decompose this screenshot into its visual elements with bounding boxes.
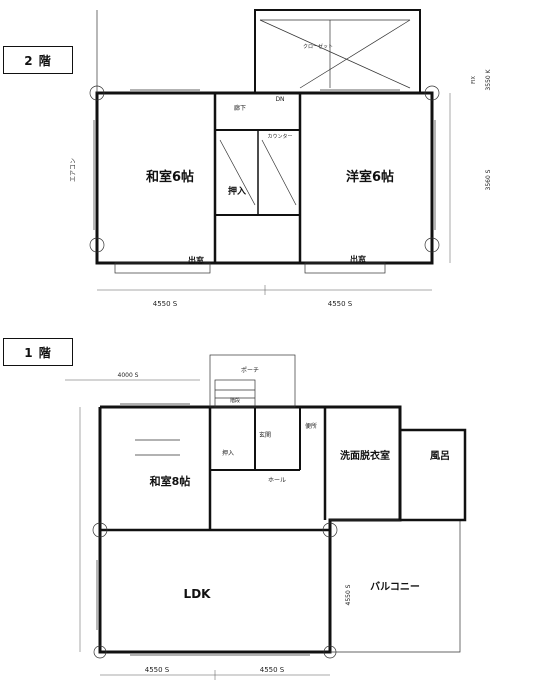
stair-void-wall [254,9,421,93]
hall-label: ホール [268,477,286,484]
bay-window-left-label: 出窓 [188,255,204,265]
dim-1f-bottom-right: 4550 S [260,666,285,674]
room-oshiire-2f: 押入 [228,185,246,197]
bay-window-right-label: 出窓 [350,254,366,264]
note-fix: FIX [471,76,477,84]
room-balcony: バルコニー [370,581,420,593]
note-closet: クローゼット [303,43,333,50]
room-youshitsu-6: 洋室6帖 [346,169,394,185]
bay-window-left [114,262,211,274]
stair-dn-label: DN [275,96,284,103]
stair-1f-label: 階段 [230,397,240,404]
dim-1f-top: 4000 S [118,372,139,379]
room-washitsu-8: 和室8帖 [150,474,191,488]
floor-tag-2f: 2 階 [3,46,73,74]
dim-2f-right-top: 3550 K [485,68,492,90]
plan-2f [89,9,451,295]
porch-label: ポーチ [241,366,259,374]
counter-label: カウンター [267,133,292,140]
porch-outline [209,354,296,408]
outer-wall-2f [95,91,434,265]
room-datsui: 洗面脱衣室 [340,449,390,462]
dim-1f-bottom-left: 4550 S [145,666,170,674]
plan-1f [65,354,467,680]
bay-window-right [304,262,386,274]
dim-1f-right: 4550 S [345,584,352,605]
note-aircon: エアコン [70,158,77,182]
genkan-label: 玄関 [259,431,271,439]
dim-2f-right-mid: 3560 S [485,169,492,190]
room-ldk: LDK [184,587,212,601]
dim-2f-bottom-right: 4550 S [328,300,353,308]
dim-2f-bottom-left: 4550 S [153,300,178,308]
corridor-label-2f: 廊下 [234,104,246,112]
room-furo: 風呂 [430,450,450,462]
oshiire-1f-label: 押入 [222,449,234,457]
room-washitsu-6: 和室6帖 [146,169,194,185]
floor-tag-1f: 1 階 [3,338,73,366]
toilet-label: 便所 [305,422,317,430]
